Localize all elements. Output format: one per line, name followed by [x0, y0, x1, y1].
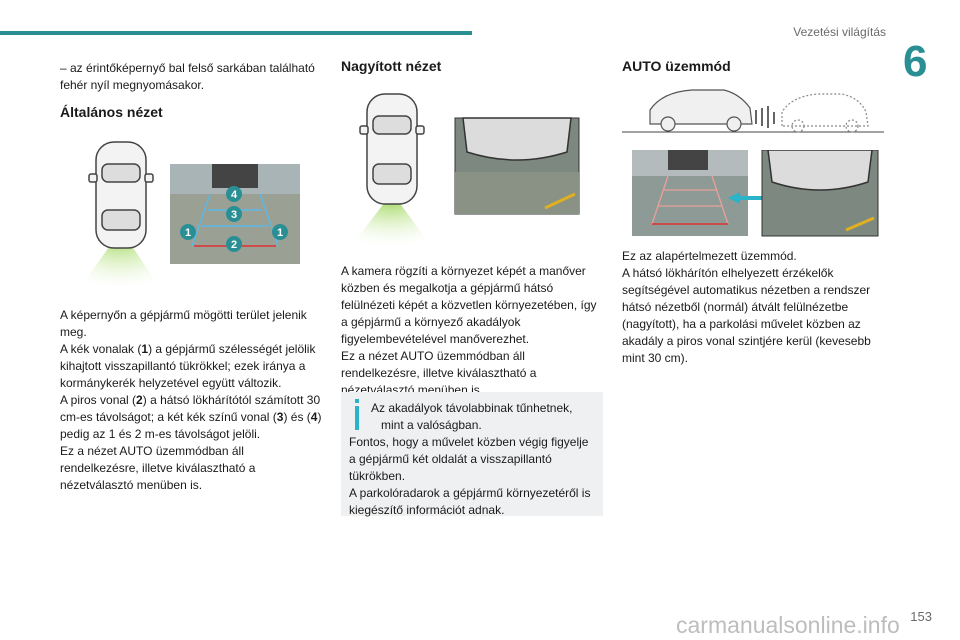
svg-text:2: 2 [231, 239, 237, 251]
heading-general-view: Általános nézet [60, 104, 163, 120]
info-box-text: Az akadályok távolabbinak tűnhetnek,mint… [349, 401, 591, 517]
car-top-view [359, 93, 425, 205]
intro-text: – az érintőképernyő bal felső sarkában t… [60, 61, 315, 92]
heading-zoomed-view: Nagyított nézet [341, 58, 442, 74]
marker-1-right: 1 [272, 224, 288, 240]
zoomed-camera-screen [454, 117, 580, 215]
auto-mode-car-illustration [622, 89, 884, 133]
zoomed-view-illustration [351, 93, 580, 246]
auto-mode-screens-illustration [632, 150, 879, 237]
marker-1-left: 1 [180, 224, 196, 240]
chapter-number: 6 [903, 37, 928, 86]
marker-3: 3 [226, 206, 242, 222]
sensor-waves [755, 106, 775, 128]
general-view-illustration: 4 3 1 2 1 [80, 141, 300, 288]
header-accent-bar [0, 31, 472, 35]
svg-text:3: 3 [231, 209, 237, 221]
marker-4: 4 [226, 186, 242, 202]
auto-mode-description: Ez az alapértelmezett üzemmód.A hátsó lö… [622, 249, 871, 365]
obstacle-car [781, 93, 869, 133]
heading-auto-mode: AUTO üzemmód [622, 58, 731, 74]
svg-text:1: 1 [277, 227, 283, 239]
info-icon [355, 399, 359, 430]
switch-arrow-icon [728, 192, 784, 204]
zoomed-view-description: A kamera rögzíti a környezet képét a man… [341, 264, 597, 397]
car-top-view [88, 141, 154, 249]
info-box: Az akadályok távolabbinak tűnhetnek,mint… [341, 392, 603, 517]
watermark: carmanualsonline.info [676, 612, 900, 638]
svg-text:4: 4 [231, 189, 238, 201]
normal-view-screen [632, 150, 748, 236]
zoomed-view-screen [761, 150, 879, 237]
page-number: 153 [910, 609, 932, 624]
car-side-view [649, 89, 753, 132]
svg-text:1: 1 [185, 227, 191, 239]
marker-2: 2 [226, 236, 242, 252]
section-title: Vezetési világítás [793, 25, 886, 39]
general-view-description: A képernyőn a gépjármű mögötti terület j… [60, 308, 322, 492]
